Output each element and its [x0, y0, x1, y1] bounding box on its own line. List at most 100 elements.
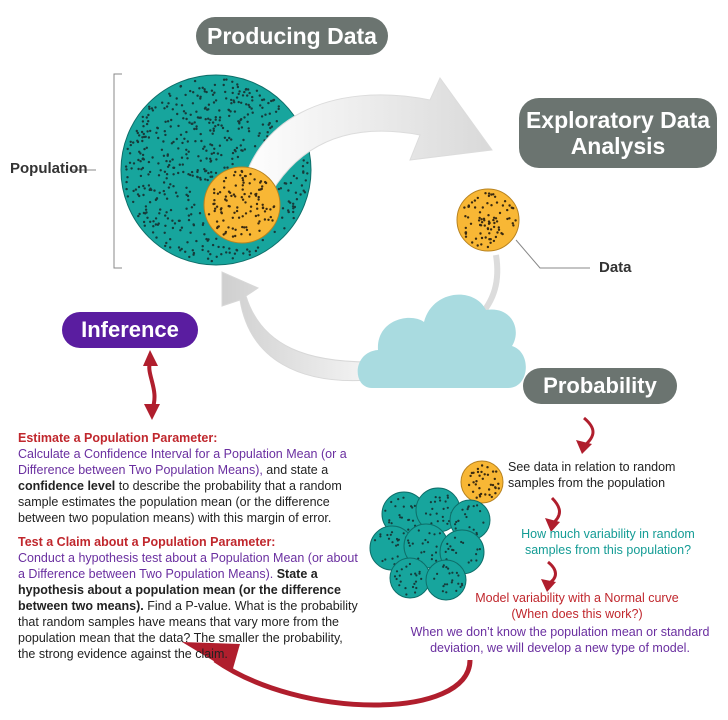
speckle-dot: [476, 548, 479, 551]
speckle-dot: [429, 501, 432, 504]
speckle-dot: [258, 132, 261, 135]
speckle-dot: [241, 94, 245, 97]
speckle-dot: [413, 504, 416, 507]
speckle-dot: [478, 211, 482, 214]
speckle-dot: [212, 127, 215, 130]
hypothesis-test-link[interactable]: Conduct a hypothesis test about a Popula…: [18, 551, 358, 581]
speckle-dot: [238, 90, 241, 93]
speckle-dot: [287, 200, 290, 203]
speckle-dot: [254, 214, 258, 218]
speckle-dot: [462, 541, 465, 545]
speckle-dot: [230, 194, 233, 198]
speckle-dot: [233, 148, 236, 152]
confidence-interval-link[interactable]: Calculate a Confidence Interval for a Po…: [18, 447, 347, 477]
estimate-heading: Estimate a Population Parameter:: [18, 431, 218, 445]
speckle-dot: [477, 219, 481, 222]
speckle-dot: [277, 105, 280, 108]
speckle-dot: [444, 500, 447, 503]
speckle-dot: [389, 533, 392, 536]
speckle-dot: [442, 519, 445, 522]
speckle-dot: [476, 196, 479, 200]
speckle-dot: [494, 217, 498, 220]
speckle-dot: [215, 220, 219, 223]
speckle-dot: [190, 170, 194, 174]
speckle-dot: [373, 539, 377, 542]
speckle-dot: [213, 209, 216, 213]
speckle-dot: [179, 133, 183, 136]
speckle-dot: [206, 108, 209, 111]
speckle-dot: [231, 227, 234, 230]
speckle-dot: [245, 226, 248, 229]
speckle-dot: [175, 103, 178, 106]
speckle-dot: [254, 194, 258, 197]
speckle-dot: [200, 139, 203, 143]
new-model-text[interactable]: When we don’t know the population mean o…: [410, 625, 710, 655]
speckle-dot: [260, 115, 264, 118]
speckle-dot: [185, 117, 188, 121]
speckle-dot: [146, 130, 149, 133]
inference-arrow: [221, 271, 371, 382]
speckle-dot: [279, 187, 283, 190]
speckle-dot: [164, 214, 167, 217]
speckle-dot: [480, 236, 484, 240]
speckle-dot: [151, 109, 155, 112]
speckle-dot: [467, 561, 470, 564]
speckle-dot: [163, 231, 166, 234]
speckle-dot: [220, 211, 223, 214]
speckle-dot: [478, 493, 481, 497]
speckle-dot: [165, 177, 168, 180]
speckle-dot: [256, 207, 259, 210]
speckle-dot: [132, 200, 135, 204]
speckle-dot: [303, 191, 307, 194]
speckle-dot: [236, 85, 240, 89]
speckle-dot: [169, 94, 172, 98]
variability-question[interactable]: How much variability in random samples f…: [521, 527, 695, 557]
speckle-dot: [224, 230, 228, 234]
speckle-dot: [501, 232, 504, 236]
speckle-dot: [255, 89, 259, 93]
speckle-dot: [207, 117, 210, 120]
speckle-dot: [207, 103, 211, 106]
speckle-dot: [294, 191, 298, 194]
speckle-dot: [158, 191, 161, 194]
speckle-dot: [469, 474, 472, 478]
data-dots: [463, 192, 517, 249]
speckle-dot: [231, 151, 235, 155]
speckle-dot: [193, 127, 196, 131]
speckle-dot: [225, 251, 228, 254]
speckle-dot: [154, 106, 157, 109]
speckle-dot: [433, 533, 436, 536]
speckle-dot: [426, 541, 430, 544]
speckle-dot: [220, 253, 223, 256]
speckle-dot: [165, 105, 169, 108]
speckle-dot: [449, 545, 452, 548]
speckle-dot: [459, 585, 462, 589]
speckle-dot: [483, 224, 486, 227]
speckle-dot: [166, 165, 170, 168]
speckle-dot: [476, 504, 479, 507]
speckle-dot: [214, 118, 217, 121]
speckle-dot: [208, 121, 211, 125]
speckle-dot: [476, 467, 480, 471]
normal-curve-text[interactable]: Model variability with a Normal curve (W…: [432, 590, 722, 622]
speckle-dot: [451, 579, 454, 582]
speckle-dot: [154, 223, 158, 226]
speckle-dot: [471, 241, 474, 244]
speckle-dot: [398, 574, 401, 577]
speckle-dot: [156, 126, 159, 129]
speckle-dot: [431, 554, 434, 557]
speckle-dot: [491, 470, 495, 473]
speckle-dot: [199, 176, 202, 180]
speckle-dot: [475, 531, 478, 535]
speckle-dot: [492, 193, 495, 196]
speckle-dot: [231, 257, 234, 260]
speckle-dot: [198, 116, 201, 120]
speckle-dot: [508, 204, 511, 207]
speckle-dot: [464, 226, 467, 230]
speckle-dot: [494, 492, 497, 495]
speckle-dot: [205, 169, 208, 172]
speckle-dot: [183, 137, 186, 140]
normal-line-2: (When does this work?): [511, 607, 643, 621]
speckle-dot: [159, 208, 162, 211]
